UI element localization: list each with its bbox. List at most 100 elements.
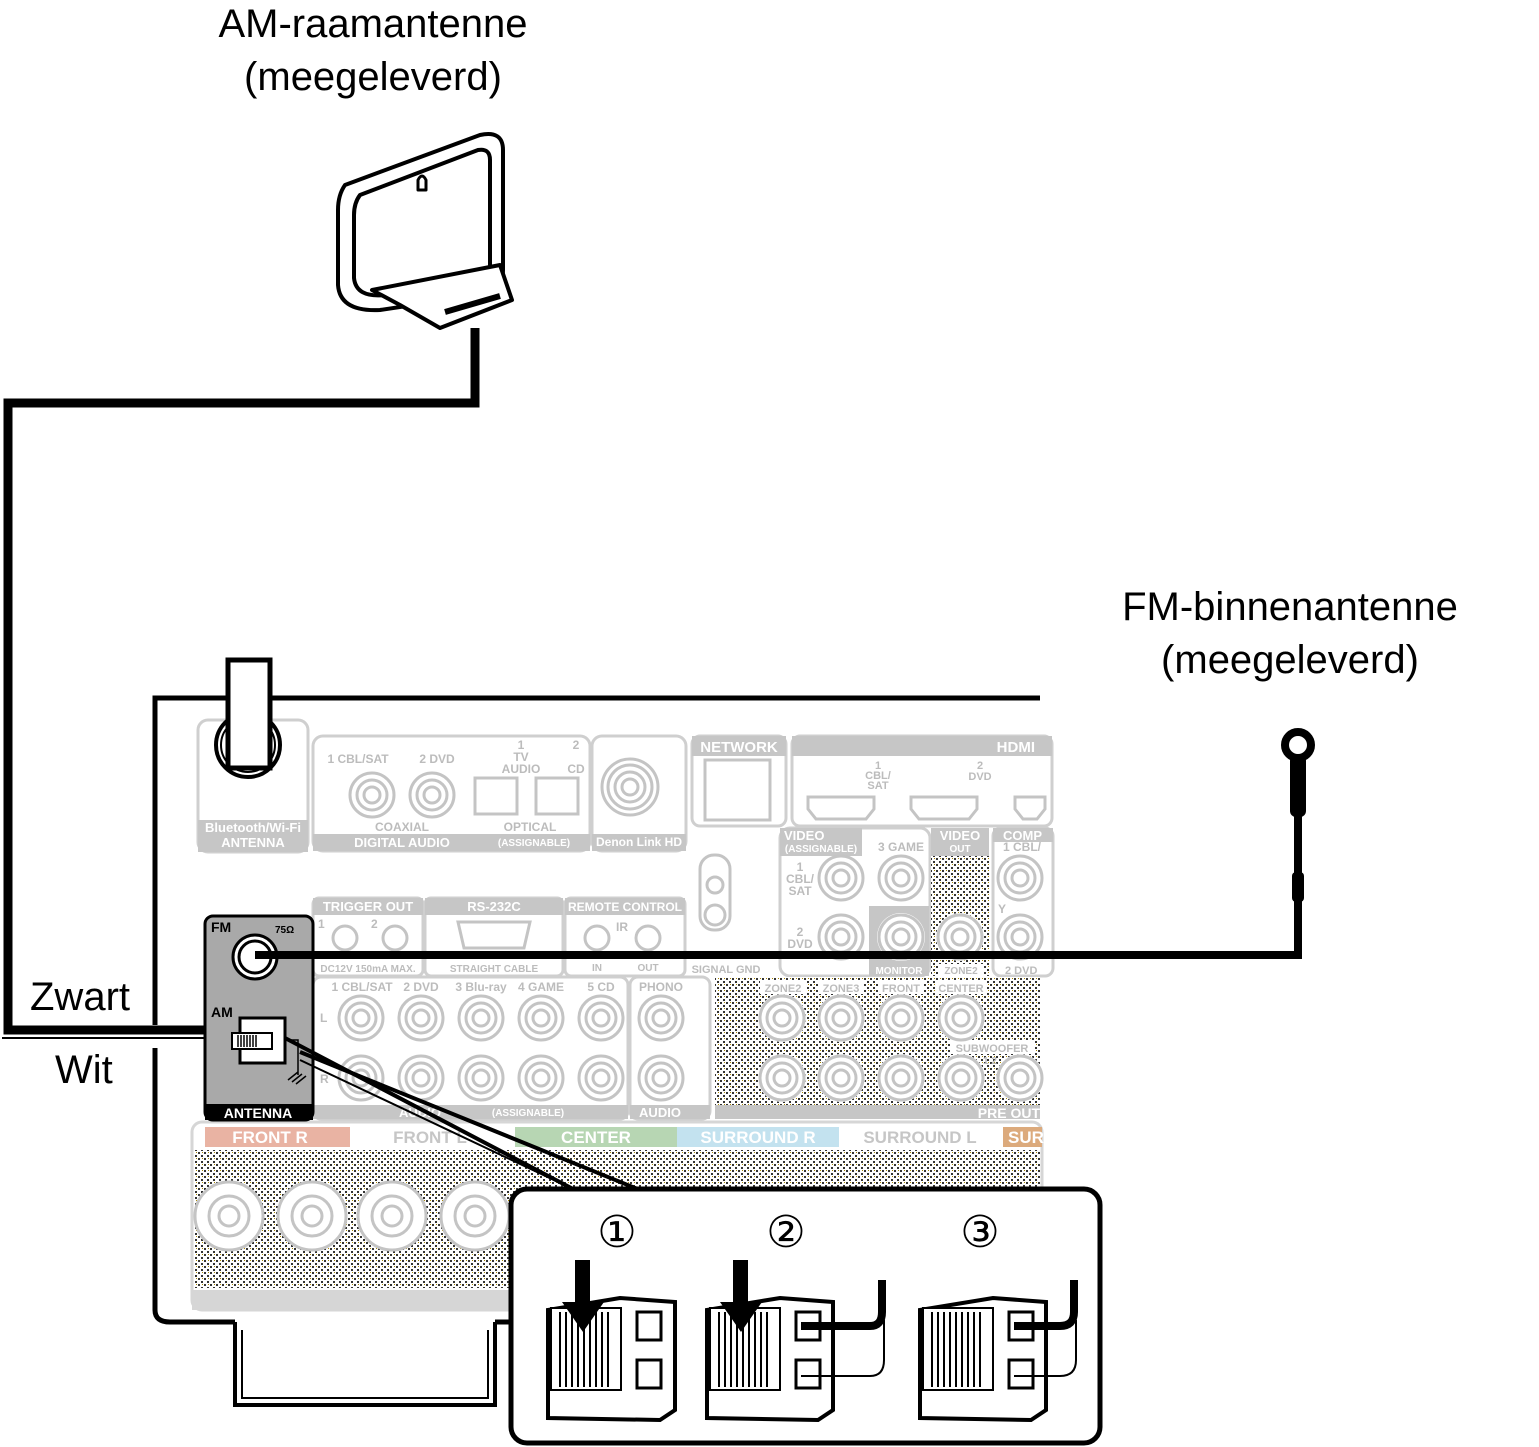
fm-indoor-antenna <box>255 728 1315 959</box>
white-wire-label: Wit <box>55 1048 113 1092</box>
press-arrow-icon <box>562 1260 604 1332</box>
speaker-center-label: CENTER <box>561 1128 631 1147</box>
video-in-in: IN <box>840 831 849 841</box>
fm-antenna-title: FM-binnenantenne <box>1122 585 1458 629</box>
audio-in-assignable: (ASSIGNABLE) <box>492 1108 564 1119</box>
digital-audio-title: DIGITAL AUDIO <box>354 835 450 850</box>
optical-label: OPTICAL <box>504 820 557 834</box>
remote-in: IN <box>592 963 602 974</box>
step-2-terminal <box>705 1260 886 1423</box>
trigger-note: DC12V 150mA MAX. <box>320 964 415 975</box>
video-in-2-num: 2 <box>797 925 804 939</box>
audio-in-section: 1 CBL/SAT 2 DVD 3 Blu-ray 4 GAME 5 CD L … <box>311 975 630 1121</box>
antenna-terminal-panel: FM 75Ω AM ANTENNA <box>203 914 315 1122</box>
am-loop-antenna-icon <box>336 132 514 330</box>
step-1-number: ① <box>597 1207 636 1258</box>
hdmi-1-num: 1 <box>875 760 881 772</box>
audio-in-r: R <box>320 1072 329 1086</box>
hdmi-2-num: 2 <box>977 760 983 772</box>
trigger-out-title: TRIGGER OUT <box>323 899 413 914</box>
audio-in-1-label: 1 CBL/SAT <box>331 980 393 994</box>
bt-antenna-label-1: Bluetooth/Wi-Fi <box>205 820 301 835</box>
monitor-label: MONITOR <box>875 966 923 977</box>
fm-antenna-ring-icon <box>1281 728 1315 762</box>
hdmi-1-port <box>806 795 876 821</box>
phono-audio-label: AUDIO <box>639 1105 681 1120</box>
audio-in-4-label: 4 GAME <box>518 980 564 994</box>
audio-in-2-label: 2 DVD <box>403 980 439 994</box>
am-antenna-cable <box>3 328 480 1035</box>
step-3-number: ③ <box>960 1207 999 1258</box>
pre-out-zone2: ZONE2 <box>765 983 802 995</box>
pre-out-center: CENTER <box>938 983 983 995</box>
video-out-zone2: ZONE2 <box>944 966 978 977</box>
hdmi-1-sat: SAT <box>867 780 888 792</box>
speaker-surround-r-label: SURROUND R <box>700 1128 815 1147</box>
hdmi-2-dvd: DVD <box>968 771 991 783</box>
video-in-title: VIDEO <box>784 828 824 843</box>
am-antenna-subtitle: (meegeleverd) <box>244 55 502 99</box>
hdmi-label: HDMI <box>997 739 1035 756</box>
video-in-2-dvd: DVD <box>787 937 813 951</box>
step-1-terminal <box>546 1260 677 1423</box>
audio-in-in: IN <box>465 1109 475 1120</box>
audio-in-l: L <box>320 1011 327 1025</box>
denon-link-section: Denon Link HD <box>590 734 688 853</box>
pre-out-title: PRE OUT <box>978 1105 1041 1121</box>
rs232c-note: STRAIGHT CABLE <box>450 964 539 975</box>
denon-link-label: Denon Link HD <box>596 835 682 849</box>
video-in-assignable: (ASSIGNABLE) <box>785 844 857 855</box>
antenna-panel-title: ANTENNA <box>224 1105 292 1121</box>
am-label: AM <box>211 1004 233 1020</box>
pre-out-zone3: ZONE3 <box>823 983 860 995</box>
coax-2-label: 2 DVD <box>419 752 455 766</box>
hdmi-section: HDMI 1 CBL/ SAT 2 DVD <box>790 734 1054 828</box>
step-3-terminal <box>918 1280 1078 1423</box>
phono-label: PHONO <box>639 980 683 994</box>
video-in-1-num: 1 <box>797 860 804 874</box>
coaxial-label: COAXIAL <box>375 820 429 834</box>
speaker-center-band <box>515 1127 677 1147</box>
video-in-1-cbl: CBL/ <box>786 872 815 886</box>
speaker-front-r-band <box>205 1127 350 1147</box>
remote-ir: IR <box>616 920 628 934</box>
hdmi-2-port <box>909 795 979 821</box>
bt-wifi-antenna-section: Bluetooth/Wi-Fi ANTENNA <box>196 657 310 854</box>
audio-in-5-label: 5 CD <box>587 980 615 994</box>
trigger-1: 1 <box>318 917 325 931</box>
opt-2-num: 2 <box>573 738 580 752</box>
video-in-3-label: 3 GAME <box>878 840 924 854</box>
opt-1-audio: AUDIO <box>502 762 541 776</box>
speaker-surround-l-label: SURROUND L <box>863 1128 976 1147</box>
rs232c-title: RS-232C <box>467 899 521 914</box>
rs232c-port <box>456 920 532 950</box>
rs232c-section: RS-232C STRAIGHT CABLE <box>423 896 565 978</box>
digital-audio-assignable: (ASSIGNABLE) <box>498 838 570 849</box>
pre-out-sub-nums: 1 2 <box>983 1056 997 1067</box>
video-out-title: VIDEO <box>940 828 980 843</box>
network-label: NETWORK <box>700 739 778 756</box>
phono-section: PHONO AUDIO <box>628 975 712 1121</box>
optical-1-jack <box>473 776 519 816</box>
fm-antenna-subtitle: (meegeleverd) <box>1161 638 1419 682</box>
opt-1-tv: TV <box>513 750 528 764</box>
pre-out-section: ZONE2 ZONE3 FRONT CENTER SUBWOOFER 1 2 P… <box>715 977 1046 1121</box>
optical-2-jack <box>534 776 580 816</box>
video-in-section: VIDEO IN (ASSIGNABLE) 3 GAME 1 CBL/ SAT … <box>778 826 932 978</box>
black-wire-label: Zwart <box>30 975 130 1019</box>
digital-audio-in: IN <box>471 835 484 850</box>
pre-out-subwoofer: SUBWOOFER <box>956 1043 1029 1055</box>
signal-gnd-label: SIGNAL GND <box>692 964 761 976</box>
component-section: COMP 1 CBL/ Y 2 DVD <box>991 826 1055 978</box>
bt-antenna-rod <box>225 657 273 771</box>
trigger-2: 2 <box>371 917 378 931</box>
speaker-surround-r-band <box>677 1127 839 1147</box>
coax-1-label: 1 CBL/SAT <box>327 752 389 766</box>
pre-out-front: FRONT <box>882 983 920 995</box>
hdmi-1-cbl: CBL/ <box>865 770 891 782</box>
opt-1-num: 1 <box>518 738 525 752</box>
video-in-1-sat: SAT <box>788 884 812 898</box>
ethernet-port <box>703 758 772 822</box>
network-section: NETWORK <box>690 734 788 828</box>
